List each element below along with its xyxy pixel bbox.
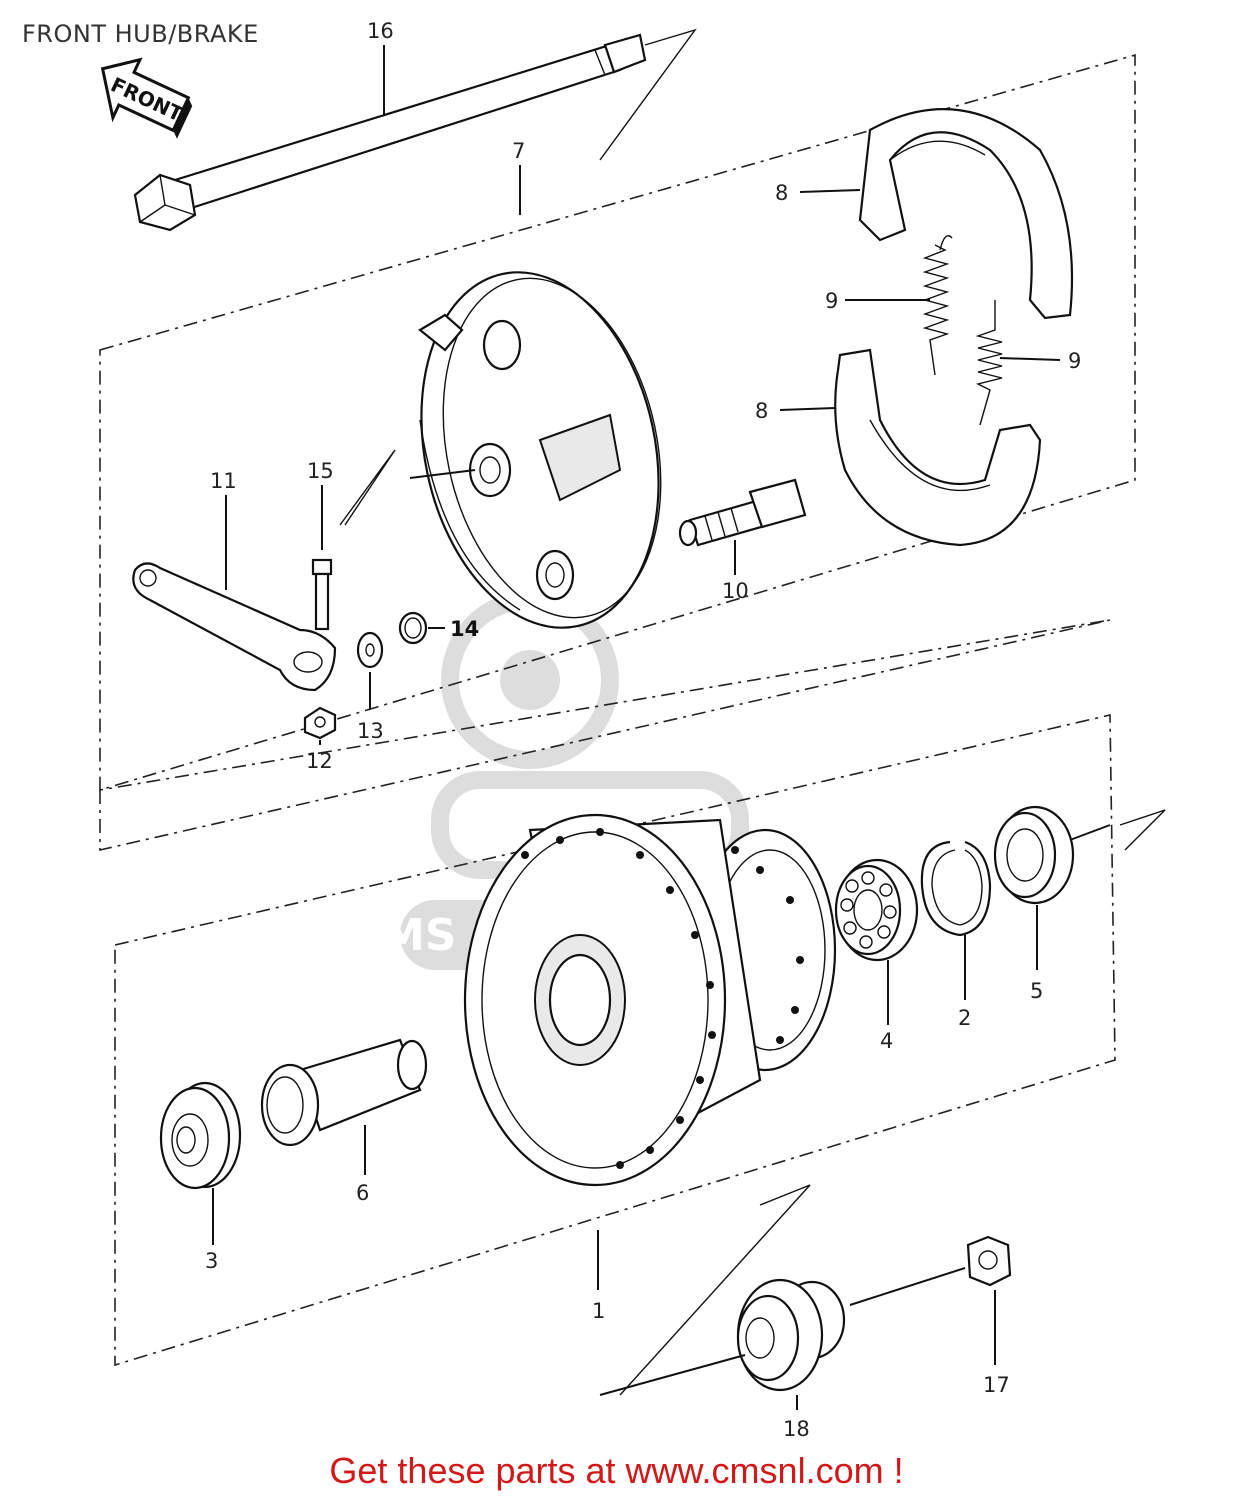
- seal-part-14: [398, 611, 428, 645]
- bolt-part-15: [311, 558, 333, 631]
- callout-11: 11: [210, 469, 237, 493]
- page-title: FRONT HUB/BRAKE: [22, 20, 259, 48]
- callout-12: 12: [306, 749, 333, 773]
- brake-group-frame-lower: [99, 619, 1111, 852]
- footer-link-text[interactable]: Get these parts at www.cmsnl.com !: [329, 1450, 904, 1491]
- brake-group-frame: [99, 53, 1136, 792]
- circlip-part-2: [920, 840, 992, 937]
- cam-lever-part-11: [132, 562, 337, 692]
- callout-16: 16: [367, 19, 394, 43]
- callout-17: 17: [983, 1373, 1010, 1397]
- brake-cam-part-10: [678, 478, 807, 547]
- spring-upper-part-9: [922, 235, 953, 376]
- brake-panel-part-7: [418, 271, 662, 629]
- washer-part-13: [356, 631, 384, 669]
- callout-9-upper: 9: [825, 289, 838, 313]
- hub-part-1: [463, 813, 837, 1187]
- spacer-part-6: [260, 1038, 428, 1147]
- front-arrow-icon: FRONT: [100, 57, 193, 139]
- callout-14: 14: [450, 617, 479, 641]
- axle-part-16: [133, 33, 647, 232]
- callout-8-lower: 8: [755, 399, 768, 423]
- axle-nut-part-17: [966, 1235, 1012, 1287]
- oil-seal-part-5: [993, 805, 1075, 905]
- callout-6: 6: [356, 1181, 369, 1205]
- callout-10: 10: [722, 579, 749, 603]
- callout-15: 15: [307, 459, 334, 483]
- collar-part-18: [736, 1278, 846, 1392]
- callout-4: 4: [880, 1029, 893, 1053]
- leader-lines: [212, 45, 1111, 1410]
- callout-8-upper: 8: [775, 181, 788, 205]
- callout-18: 18: [783, 1417, 810, 1441]
- bearing-part-4: [834, 858, 919, 962]
- callout-3: 3: [205, 1249, 218, 1273]
- brake-shoe-upper-part-8: [858, 108, 1074, 320]
- callout-1: 1: [592, 1299, 605, 1323]
- callout-5: 5: [1030, 979, 1043, 1003]
- spring-lower-part-9: [975, 300, 1003, 426]
- callout-2: 2: [958, 1006, 971, 1030]
- callout-7: 7: [512, 139, 525, 163]
- brake-shoe-lower-part-8: [834, 348, 1042, 547]
- bearing-part-3: [159, 1081, 242, 1190]
- callout-9-lower: 9: [1068, 349, 1081, 373]
- guide-lines: [339, 28, 1166, 1396]
- hub-group-frame: [114, 713, 1116, 1367]
- nut-part-12: [303, 706, 337, 740]
- callout-13: 13: [357, 719, 384, 743]
